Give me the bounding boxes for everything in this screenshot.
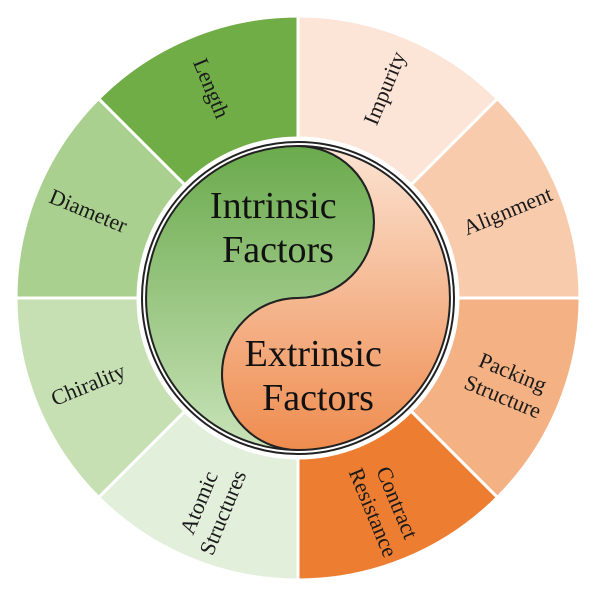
segment-contract-resistance: ContractResistance (296, 409, 500, 582)
outer-ring: ImpurityAlignmentPackingStructureContrac… (14, 14, 582, 582)
intrinsic-line-1: Intrinsic (210, 185, 337, 227)
extrinsic-factors-label: Extrinsic Factors (245, 333, 392, 419)
segment-length-shape (96, 14, 300, 187)
segment-atomic-structures: AtomicStructures (96, 409, 300, 582)
intrinsic-factors-label: Intrinsic Factors (210, 185, 346, 271)
segment-chirality: Chirality (14, 296, 187, 500)
extrinsic-line-1: Extrinsic (245, 333, 382, 375)
segment-alignment: Alignment (409, 96, 582, 300)
extrinsic-line-2: Factors (262, 377, 374, 419)
segment-packing-structure-label: PackingStructure (461, 345, 555, 423)
segment-length: Length (96, 14, 300, 187)
extrinsic-half (221, 145, 451, 452)
yin-yang-center: Intrinsic Factors Extrinsic Factors (141, 141, 455, 455)
segment-impurity: Impurity (296, 14, 500, 187)
intrinsic-line-2: Factors (222, 229, 334, 271)
segment-diameter: Diameter (14, 96, 187, 300)
